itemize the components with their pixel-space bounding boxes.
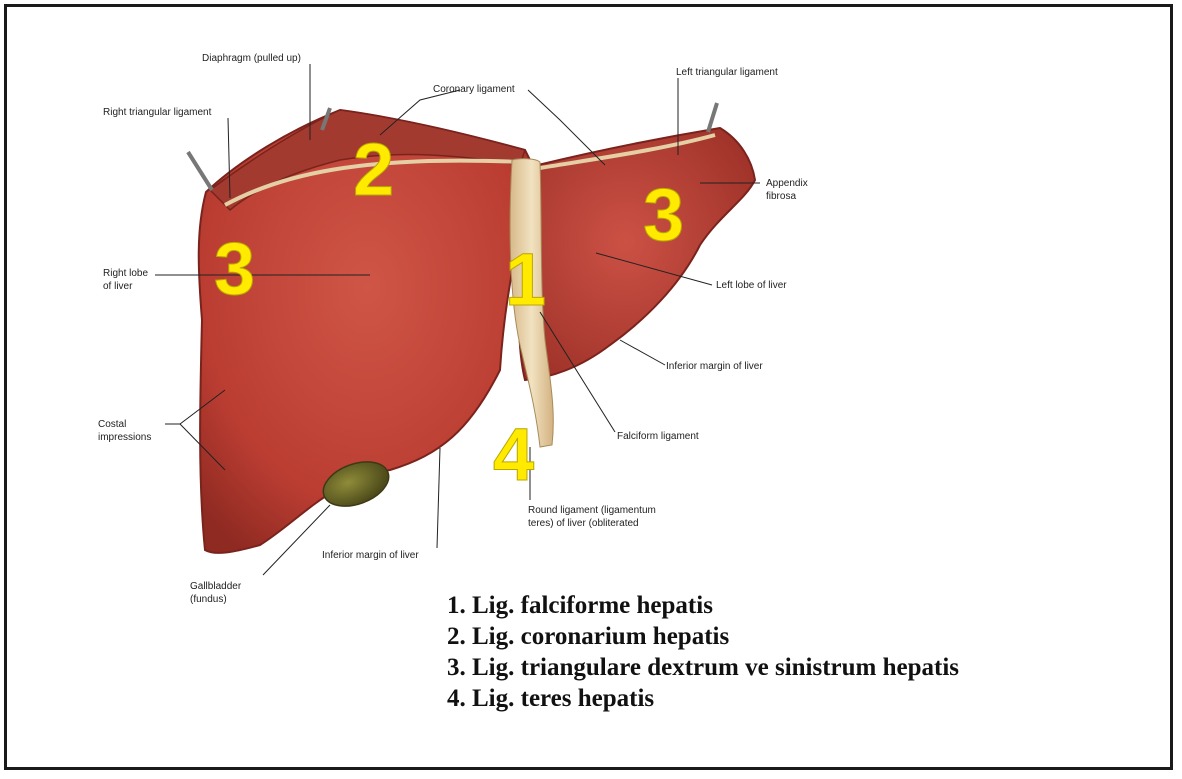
label-diaphragm: Diaphragm (pulled up) (202, 52, 301, 65)
legend-item-1: 1. Lig. falciforme hepatis (447, 590, 959, 621)
label-round-ligament: Round ligament (ligamentum teres) of liv… (528, 504, 656, 530)
label-inferior-margin-right: Inferior margin of liver (322, 549, 419, 562)
legend-item-4: 4. Lig. teres hepatis (447, 683, 959, 714)
legend-item-2: 2. Lig. coronarium hepatis (447, 621, 959, 652)
number-4-teres: 4 (493, 418, 534, 492)
label-right-lobe: Right lobe of liver (103, 267, 148, 293)
retractor-pin-right (188, 152, 212, 190)
label-inferior-margin-left: Inferior margin of liver (666, 360, 763, 373)
number-3-left-triangular: 3 (643, 178, 684, 252)
label-gallbladder: Gallbladder (fundus) (190, 580, 241, 606)
label-appendix-fibrosa: Appendix fibrosa (766, 177, 808, 203)
label-right-triangular-ligament: Right triangular ligament (103, 106, 211, 119)
label-coronary-ligament: Coronary ligament (433, 83, 515, 96)
label-left-triangular-ligament: Left triangular ligament (676, 66, 778, 79)
legend-item-3: 3. Lig. triangulare dextrum ve sinistrum… (447, 652, 959, 683)
number-1-falciform: 1 (505, 243, 546, 317)
label-left-lobe: Left lobe of liver (716, 279, 787, 292)
number-3-right-triangular: 3 (214, 232, 255, 306)
retractor-pin-left (708, 103, 717, 132)
legend: 1. Lig. falciforme hepatis 2. Lig. coron… (447, 590, 959, 714)
label-falciform-ligament: Falciform ligament (617, 430, 699, 443)
number-2-coronary: 2 (353, 133, 394, 207)
label-costal-impressions: Costal impressions (98, 418, 151, 444)
